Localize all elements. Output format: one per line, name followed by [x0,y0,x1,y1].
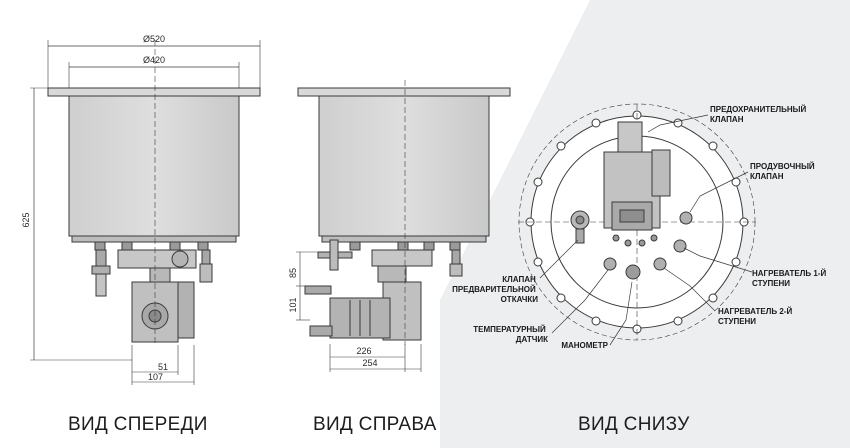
callout-safety-valve: ПРЕДОХРАНИТЕЛЬНЫЙ КЛАПАН [710,105,809,124]
callout-pre-pump-valve: КЛАПАН ПРЕДВАРИТЕЛЬНОЙ ОТКАЧКИ [452,275,538,304]
dim-body-diameter: Ø420 [143,55,165,65]
callout-manometer: МАНОМЕТР [561,341,608,350]
side-view-drawing [296,80,511,372]
dim-front-width-small: 51 [158,362,168,372]
dim-flange-diameter: Ø520 [143,34,165,44]
front-view-title: ВИД СПЕРЕДИ [68,414,208,435]
dim-side-offset-mid: 101 [288,297,298,312]
bottom-view-title: ВИД СНИЗУ [578,414,690,435]
callout-heater-stage2: НАГРЕВАТЕЛЬ 2-Й СТУПЕНИ [718,307,794,326]
dim-front-width: 107 [148,372,163,382]
callout-heater-stage1: НАГРЕВАТЕЛЬ 1-Й СТУПЕНИ [752,269,828,288]
callout-temperature-sensor: ТЕМПЕРАТУРНЫЙ ДАТЧИК [473,325,548,344]
dim-side-width-inner: 226 [356,346,371,356]
dim-total-height: 625 [21,212,31,227]
bottom-view-drawing [518,103,756,346]
callout-purge-valve: ПРОДУВОЧНЫЙ КЛАПАН [750,162,817,181]
front-view-drawing [30,40,261,385]
dim-side-offset-top: 85 [288,268,298,278]
dim-side-width-outer: 254 [362,358,377,368]
side-view-title: ВИД СПРАВА [313,414,437,435]
